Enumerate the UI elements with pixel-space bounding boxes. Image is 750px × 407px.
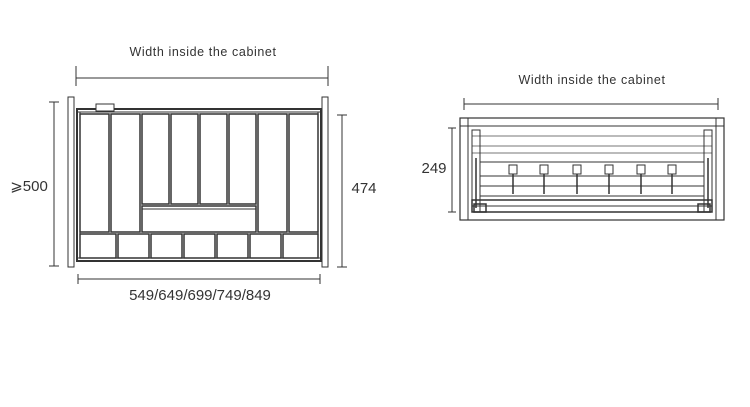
divider-slot <box>199 113 228 205</box>
front-height-label: 474 <box>351 180 376 197</box>
divider-slot <box>257 113 288 233</box>
front-compartment <box>216 233 249 259</box>
runner-clip-right <box>697 203 711 213</box>
front-compartments <box>79 233 319 259</box>
front-width-options-label: 549/649/699/749/849 <box>129 287 271 304</box>
divider-slot <box>141 113 170 205</box>
side-width-label: Width inside the cabinet <box>518 73 665 87</box>
tall-divider-slots <box>79 113 319 233</box>
cabinet-box <box>459 117 725 221</box>
divider-slot <box>228 113 257 205</box>
bracket <box>508 164 518 175</box>
side-view: Width inside the cabinet 249 <box>418 73 725 221</box>
cabinet-right-wall <box>321 96 329 268</box>
bracket <box>572 164 582 175</box>
bracket <box>604 164 614 175</box>
divider-slot <box>79 113 110 233</box>
drawer-handle-tab <box>95 103 115 112</box>
side-height-label: 249 <box>421 160 446 177</box>
bracket <box>667 164 677 175</box>
front-width-label: Width inside the cabinet <box>129 45 276 59</box>
front-compartment <box>249 233 282 259</box>
front-depth-label-bg <box>4 176 52 196</box>
runner-clip-left <box>473 203 487 213</box>
front-compartment <box>150 233 183 259</box>
front-compartment <box>282 233 319 259</box>
front-compartment <box>183 233 216 259</box>
divider-slot <box>110 113 141 233</box>
divider-slot <box>288 113 319 233</box>
divider-slot <box>170 113 199 205</box>
front-view: Width inside the cabinet ⩾500 474 <box>4 45 377 304</box>
drawer-frame <box>76 108 322 262</box>
front-depth-label: ⩾500 <box>10 178 48 195</box>
cabinet-left-wall <box>67 96 75 268</box>
bracket <box>539 164 549 175</box>
side-height-label-bg <box>418 158 450 178</box>
front-compartment <box>79 233 117 259</box>
front-compartment <box>117 233 150 259</box>
cross-tray <box>141 205 257 233</box>
side-brackets <box>508 164 677 194</box>
bracket <box>636 164 646 175</box>
